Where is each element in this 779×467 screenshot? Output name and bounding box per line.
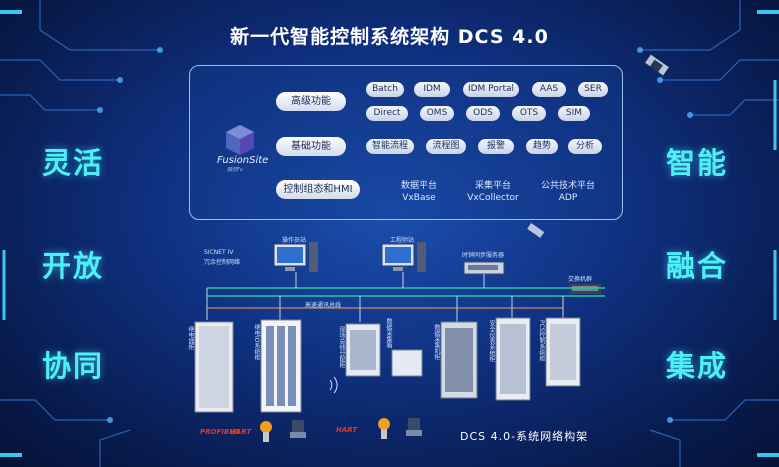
relay-cabinet [194, 321, 234, 413]
platform-common: 公共技术平台 ADP [536, 180, 600, 204]
chip-flowchart: 流程图 [426, 139, 466, 154]
time-sync-label: 时钟同步服务器 [462, 252, 505, 259]
operator-station-icon [273, 242, 318, 272]
data-acquisition-box [391, 349, 423, 377]
pcs-control-cabinet [545, 317, 581, 387]
safety-system-cabinet [495, 317, 531, 401]
left-word-2: 开放 [42, 249, 105, 283]
platform-collector: 采集平台 VxCollector [458, 180, 528, 204]
operator-station-label: 操作员站 [282, 237, 307, 244]
valve-icon [290, 420, 306, 438]
cabinet-label-pcs: PCS控制系统柜 [538, 320, 545, 362]
cabinet-label-safety: 安全仪表系统柜 [488, 320, 495, 362]
right-word-2: 融合 [666, 249, 729, 283]
platform-collector-name: 采集平台 [474, 181, 511, 191]
engineer-station-label: 工程师站 [390, 237, 415, 244]
row-label-basic: 基础功能 [276, 137, 346, 156]
time-sync-server-icon [463, 261, 505, 275]
chip-ots: OTS [512, 106, 546, 121]
transmitter-icon [378, 418, 390, 439]
cabinet-label-io: 继电IO系统柜 [253, 324, 260, 361]
cabinet-label-fieldbus: 现场总线分配柜 [338, 326, 345, 368]
right-word-1: 智能 [666, 146, 729, 180]
chip-ods: ODS [466, 106, 500, 121]
switch-icon [569, 284, 601, 294]
data-acquisition-rack [440, 321, 478, 399]
platform-data-product: VxBase [402, 193, 436, 203]
hart-logo: HART [230, 428, 252, 436]
logo-subtext: 融控Fu [227, 167, 243, 173]
chip-trend: 趋势 [526, 139, 558, 154]
chip-idm-portal: IDM Portal [463, 82, 519, 97]
platform-collector-product: VxCollector [467, 193, 519, 203]
satellite-icon [645, 54, 669, 76]
network-caption: DCS 4.0-系统网络构架 [460, 430, 589, 443]
hart-logo-2: HART [336, 426, 358, 434]
sicnet-label: SICNET IV [204, 249, 234, 256]
cabinet-label-daq-box: 数据采集箱 [385, 318, 392, 348]
chip-batch: Batch [366, 82, 404, 97]
satellite-icon [527, 222, 545, 238]
io-system-cabinet [260, 319, 302, 413]
row-label-advanced: 高级功能 [276, 92, 346, 111]
chip-intelligent-flow: 智能流程 [366, 139, 414, 154]
chip-aas: AAS [532, 82, 566, 97]
left-word-3: 协同 [42, 349, 105, 383]
valve-icon [406, 418, 422, 436]
logo-name: FusionSite [217, 155, 269, 166]
engineer-station-icon [381, 242, 426, 272]
transmitter-icon [260, 421, 272, 442]
chip-oms: OMS [420, 106, 454, 121]
fieldbus-distribution-cabinet [345, 323, 381, 377]
right-word-3: 集成 [666, 349, 729, 383]
switch-label: 交换机群 [568, 276, 593, 283]
cabinet-label-daq-rack: 数据采集机柜 [433, 324, 440, 360]
platform-data-name: 数据平台 [400, 181, 437, 191]
chip-ser: SER [578, 82, 608, 97]
cabinet-label-relay: 继电器柜 [187, 326, 194, 350]
platform-common-name: 公共技术平台 [540, 181, 595, 191]
sicnet-sublabel: 冗余控制网络 [204, 259, 241, 266]
platform-common-product: ADP [558, 193, 578, 203]
wireless-icon [329, 376, 338, 394]
platform-data: 数据平台 VxBase [389, 180, 449, 204]
chip-direct: Direct [366, 106, 408, 121]
left-word-1: 灵活 [42, 146, 105, 180]
chip-idm: IDM [414, 82, 450, 97]
chip-alarm: 报警 [478, 139, 514, 154]
profibus-logo: PROFIBUS [200, 428, 240, 436]
page-title: 新一代智能控制系统架构 DCS 4.0 [230, 26, 549, 48]
row-label-hmi: 控制组态和HMI [276, 180, 360, 199]
bus-label: 高速通讯总线 [305, 302, 342, 309]
chip-analysis: 分析 [568, 139, 602, 154]
chip-sim: SIM [558, 106, 590, 121]
fusionsite-logo-icon [226, 125, 254, 155]
